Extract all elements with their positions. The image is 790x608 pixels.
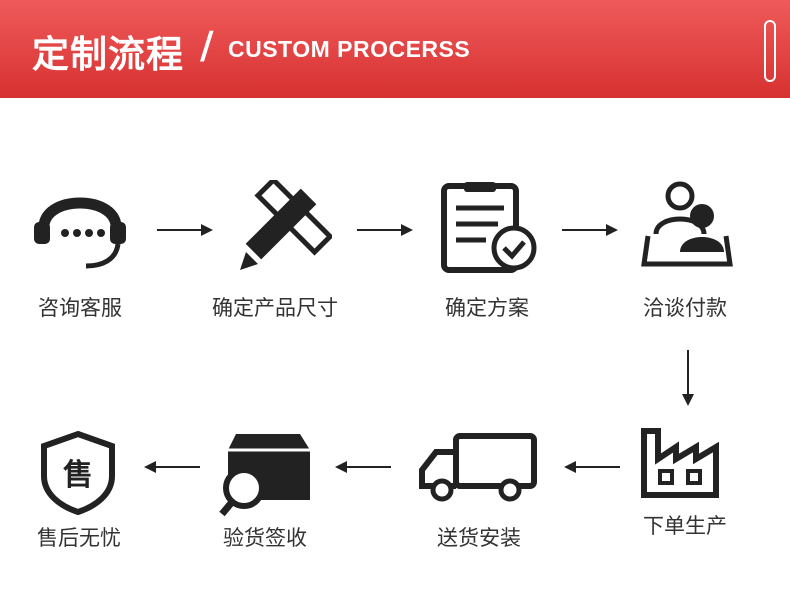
step-label: 售后无忧: [37, 526, 121, 550]
step-label: 送货安装: [437, 526, 521, 550]
arrow-right-icon: [155, 222, 215, 238]
arrow-left-icon: [333, 459, 393, 475]
step-label: 下单生产: [643, 514, 727, 538]
arrow-left-icon: [142, 459, 202, 475]
shield-char: 售: [63, 458, 93, 493]
arrow-left-icon: [562, 459, 622, 475]
step-label: 确定方案: [445, 296, 529, 320]
arrow-right-icon: [355, 222, 415, 238]
step-label: 验货签收: [223, 526, 307, 550]
page-subtitle: CUSTOM PROCERSS: [228, 36, 471, 62]
headset-icon: [30, 178, 130, 270]
ruler-pencil-icon: [232, 180, 332, 275]
header-banner: 定制流程 / CUSTOM PROCERSS: [0, 0, 790, 98]
page-title: 定制流程: [32, 33, 184, 76]
title-separator: /: [200, 24, 214, 67]
scroll-indicator[interactable]: [764, 20, 776, 82]
after-sales-shield-icon: 售: [38, 430, 118, 516]
step-label: 洽谈付款: [643, 296, 727, 320]
inspect-box-icon: [218, 430, 318, 520]
step-label: 咨询客服: [38, 296, 122, 320]
step-label: 确定产品尺寸: [212, 296, 338, 320]
arrow-down-icon: [680, 348, 696, 408]
clipboard-check-icon: [440, 180, 540, 275]
delivery-truck-icon: [418, 432, 538, 504]
factory-icon: [640, 425, 730, 500]
arrow-right-icon: [560, 222, 620, 238]
meeting-users-icon: [640, 180, 735, 270]
